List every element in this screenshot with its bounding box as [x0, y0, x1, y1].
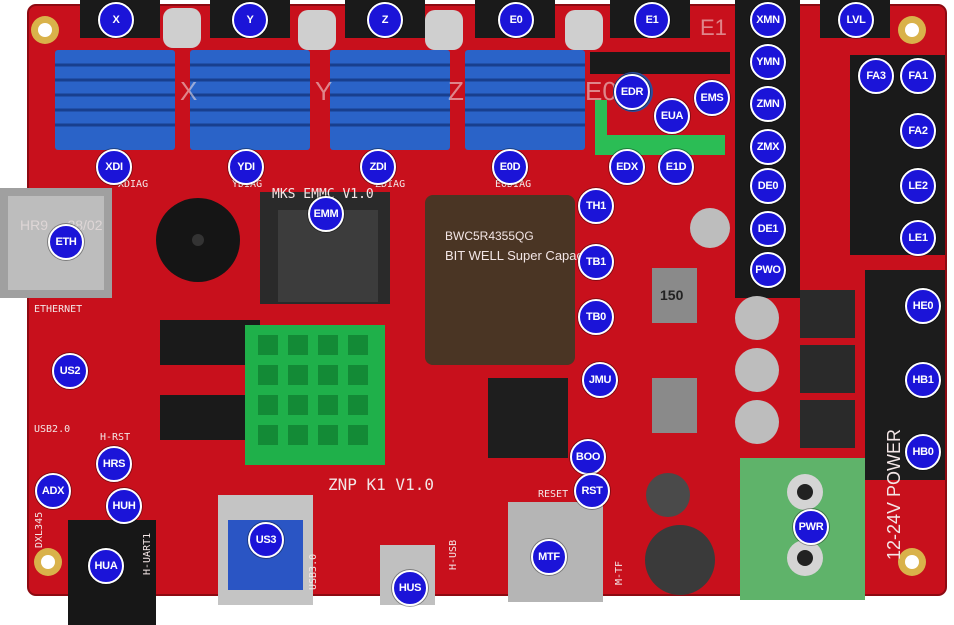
marker-FA3[interactable]: FA3 [858, 58, 894, 94]
marker-US2[interactable]: US2 [52, 353, 88, 389]
marker-E1[interactable]: E1 [634, 2, 670, 38]
bulk-capacitor [425, 195, 575, 365]
marker-EDX[interactable]: EDX [609, 149, 645, 185]
marker-EUA[interactable]: EUA [654, 98, 690, 134]
marker-TB0[interactable]: TB0 [578, 299, 614, 335]
silkscreen-text: ZNP K1 V1.0 ETHERNET USB2.0 H-RST RESET … [34, 179, 625, 590]
marker-TB1[interactable]: TB1 [578, 244, 614, 280]
svg-text:XDIAG: XDIAG [118, 179, 148, 190]
marker-MTF[interactable]: MTF [531, 539, 567, 575]
svg-text:Z: Z [448, 76, 464, 106]
marker-BOO[interactable]: BOO [570, 439, 606, 475]
marker-XMN[interactable]: XMN [750, 2, 786, 38]
marker-HUH[interactable]: HUH [106, 488, 142, 524]
inductor-2 [652, 378, 697, 433]
marker-ZMN[interactable]: ZMN [750, 86, 786, 122]
marker-ZDI[interactable]: ZDI [360, 149, 396, 185]
marker-ZMX[interactable]: ZMX [750, 129, 786, 165]
marker-PWO[interactable]: PWO [750, 252, 786, 288]
marker-EDR[interactable]: EDR [614, 74, 650, 110]
marker-EMS[interactable]: EMS [694, 80, 730, 116]
marker-HE0[interactable]: HE0 [905, 288, 941, 324]
marker-YMN[interactable]: YMN [750, 44, 786, 80]
cap-100 [646, 473, 690, 517]
marker-RST[interactable]: RST [574, 473, 610, 509]
svg-text:12-24V POWER: 12-24V POWER [884, 429, 904, 560]
header-row [590, 52, 730, 74]
marker-E0[interactable]: E0 [498, 2, 534, 38]
svg-text:M-TF: M-TF [614, 561, 625, 585]
right-capacitors [690, 208, 779, 444]
marker-YDI[interactable]: YDI [228, 149, 264, 185]
svg-text:E1: E1 [700, 15, 727, 40]
marker-E0D[interactable]: E0D [492, 149, 528, 185]
marker-LE1[interactable]: LE1 [900, 220, 936, 256]
mounting-holes [31, 16, 926, 576]
marker-ADX[interactable]: ADX [35, 473, 71, 509]
svg-text:H-UART1: H-UART1 [142, 533, 153, 575]
svg-text:DXL345: DXL345 [34, 512, 45, 548]
marker-HUA[interactable]: HUA [88, 548, 124, 584]
svg-text:ETHERNET: ETHERNET [34, 304, 82, 315]
inductor-1 [652, 268, 697, 323]
mosfets [800, 290, 855, 448]
marker-EMM[interactable]: EMM [308, 196, 344, 232]
svg-text:Y: Y [315, 76, 332, 106]
marker-Y[interactable]: Y [232, 2, 268, 38]
cap-470 [645, 525, 715, 595]
marker-X[interactable]: X [98, 2, 134, 38]
marker-XDI[interactable]: XDI [96, 149, 132, 185]
mcu-chip [488, 378, 568, 458]
svg-text:X: X [180, 76, 197, 106]
marker-E1D[interactable]: E1D [658, 149, 694, 185]
svg-text:BWC5R4355QG: BWC5R4355QG [445, 229, 534, 243]
marker-US3[interactable]: US3 [248, 522, 284, 558]
ram-chips [160, 320, 260, 440]
marker-FA1[interactable]: FA1 [900, 58, 936, 94]
marker-HB1[interactable]: HB1 [905, 362, 941, 398]
marker-LVL[interactable]: LVL [838, 2, 874, 38]
svg-text:BIT WELL Super Capacitor: BIT WELL Super Capacitor [445, 248, 602, 263]
marker-DE0[interactable]: DE0 [750, 168, 786, 204]
marker-PWR[interactable]: PWR [793, 509, 829, 545]
marker-TH1[interactable]: TH1 [578, 188, 614, 224]
top-capacitors [163, 8, 603, 50]
svg-text:RESET: RESET [538, 489, 568, 500]
svg-text:MKS EMMC V1.0: MKS EMMC V1.0 [272, 187, 374, 202]
svg-text:USB3.0: USB3.0 [308, 554, 319, 590]
marker-ETH[interactable]: ETH [48, 224, 84, 260]
heatsink-fins [55, 63, 585, 127]
svg-text:H-RST: H-RST [100, 432, 130, 443]
svg-text:USB2.0: USB2.0 [34, 424, 70, 435]
marker-FA2[interactable]: FA2 [900, 113, 936, 149]
marker-Z[interactable]: Z [367, 2, 403, 38]
marker-HRS[interactable]: HRS [96, 446, 132, 482]
svg-text:ZNP K1 V1.0: ZNP K1 V1.0 [328, 475, 434, 494]
axis-silkscreen: X Y Z E0 E1 [180, 15, 727, 106]
svg-text:ZDIAG: ZDIAG [375, 179, 405, 190]
marker-LE2[interactable]: LE2 [900, 168, 936, 204]
svg-text:150: 150 [660, 287, 684, 303]
marker-HUS[interactable]: HUS [392, 570, 428, 606]
marker-HB0[interactable]: HB0 [905, 434, 941, 470]
marker-DE1[interactable]: DE1 [750, 211, 786, 247]
svg-text:H-USB: H-USB [448, 540, 459, 570]
marker-JMU[interactable]: JMU [582, 362, 618, 398]
